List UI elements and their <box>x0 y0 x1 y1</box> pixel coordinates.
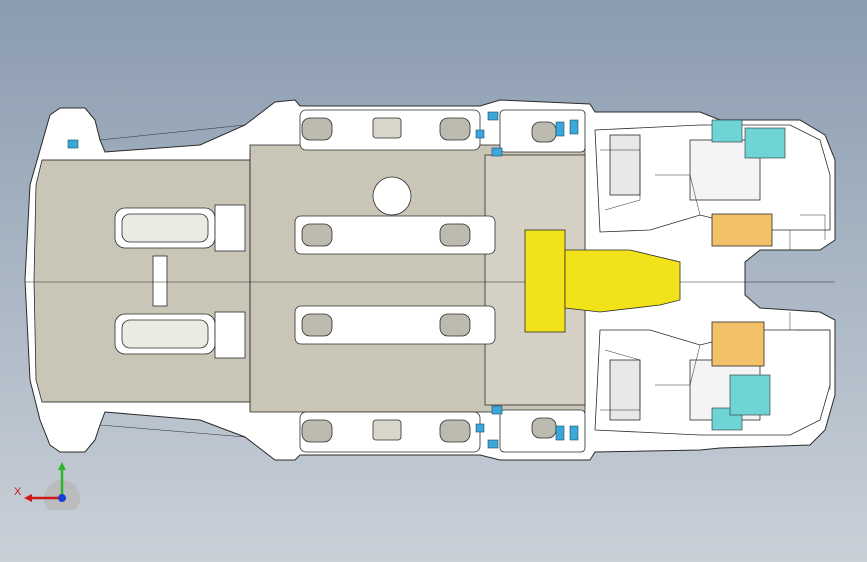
cyan-clips <box>67 111 579 449</box>
rear-brackets <box>114 204 246 359</box>
orange-blocks <box>711 213 773 367</box>
centerline <box>25 150 835 410</box>
triad-x-label: X <box>14 486 22 498</box>
triad-x-arrow <box>24 494 32 502</box>
triad-y-arrow <box>58 462 66 470</box>
yellow-crossmember <box>524 229 681 333</box>
circular-cutout <box>372 176 412 216</box>
axis-triad: X <box>12 460 82 516</box>
detail-lines <box>99 124 831 438</box>
floor-panel <box>33 144 586 413</box>
triad-z-dot <box>58 494 66 502</box>
teal-parts <box>711 119 786 431</box>
